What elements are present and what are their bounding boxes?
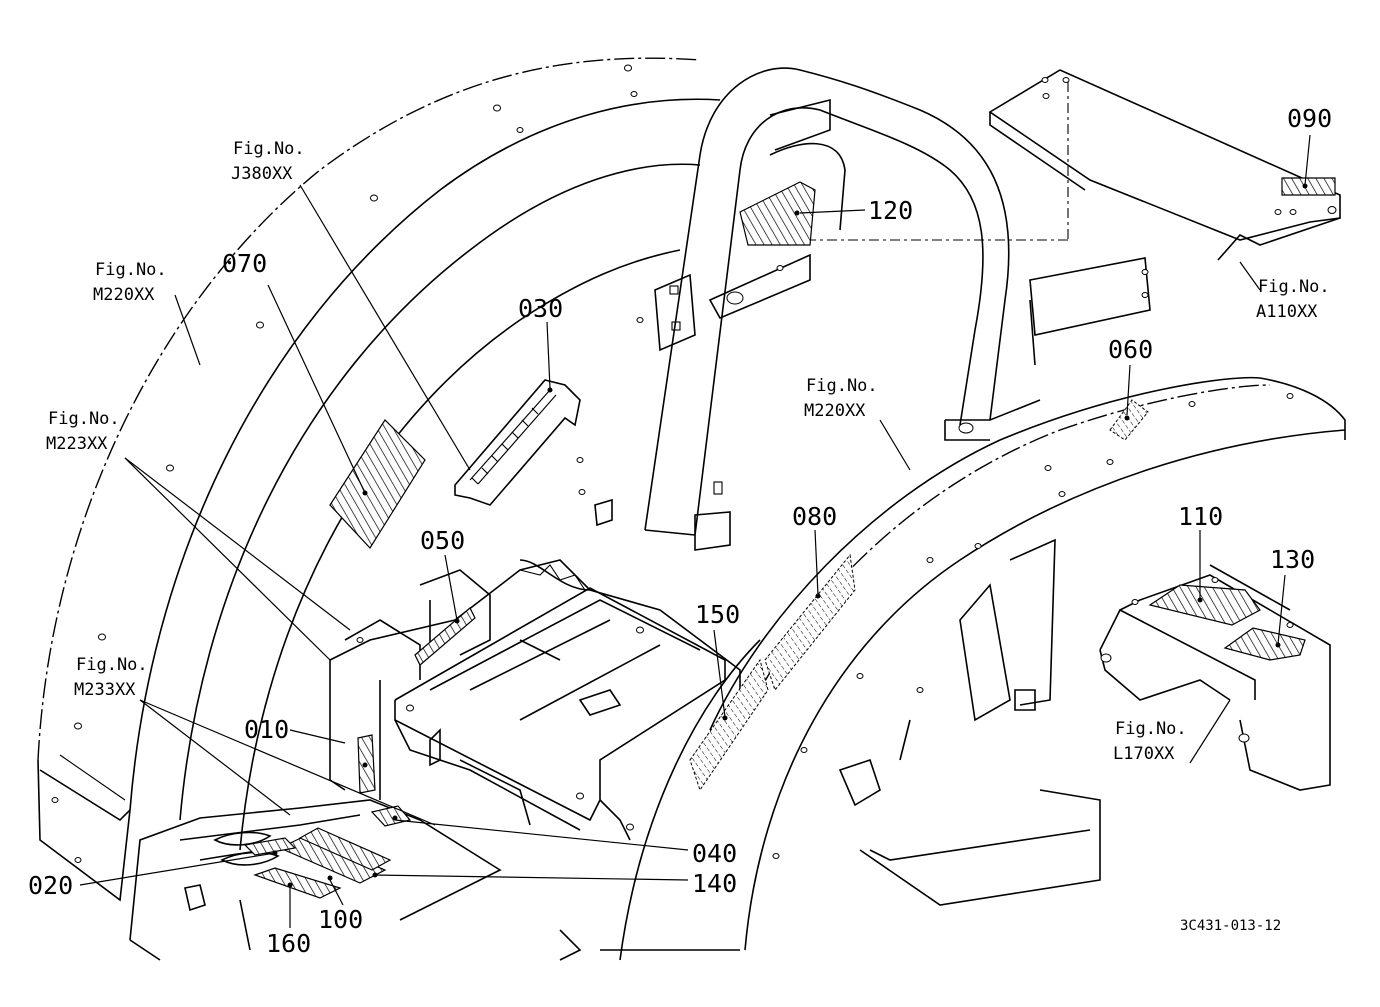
labels xyxy=(243,177,1336,899)
label-070 xyxy=(329,419,426,549)
callout-130: 130 xyxy=(1270,545,1315,574)
top-plate xyxy=(800,69,1341,261)
fig-ref-a110: Fig.No. A110XX xyxy=(1256,277,1330,322)
svg-text:M233XX: M233XX xyxy=(74,680,136,700)
leader-dots xyxy=(272,183,1308,888)
svg-text:Fig.No.: Fig.No. xyxy=(806,376,878,396)
label-040 xyxy=(370,805,412,827)
callout-120: 120 xyxy=(868,196,913,225)
seat-base xyxy=(329,498,741,841)
svg-text:Fig.No.: Fig.No. xyxy=(233,139,305,159)
callout-090: 090 xyxy=(1287,104,1332,133)
callout-070: 070 xyxy=(222,249,267,278)
callout-020: 020 xyxy=(28,871,73,900)
svg-text:A110XX: A110XX xyxy=(1256,302,1318,322)
callout-010: 010 xyxy=(244,715,289,744)
left-fender xyxy=(37,57,721,902)
label-060 xyxy=(1109,399,1149,441)
fig-ref-m220-left: Fig.No. M220XX xyxy=(93,260,167,305)
seat-adjuster-rail xyxy=(454,379,581,506)
callout-100: 100 xyxy=(318,905,363,934)
callout-060: 060 xyxy=(1108,335,1153,364)
callout-110: 110 xyxy=(1178,502,1223,531)
label-090 xyxy=(1281,177,1336,196)
left-fender-holes xyxy=(51,64,644,863)
callout-080: 080 xyxy=(792,502,837,531)
svg-text:L170XX: L170XX xyxy=(1113,744,1175,764)
callout-030: 030 xyxy=(518,294,563,323)
rops-frame xyxy=(644,67,1151,551)
svg-text:Fig.No.: Fig.No. xyxy=(1115,719,1187,739)
svg-text:J380XX: J380XX xyxy=(231,164,293,184)
svg-text:M223XX: M223XX xyxy=(46,434,108,454)
label-130 xyxy=(1223,627,1306,661)
side-panel xyxy=(1099,564,1331,791)
label-150 xyxy=(689,658,769,792)
svg-text:Fig.No.: Fig.No. xyxy=(76,655,148,675)
fig-ref-l170: Fig.No. L170XX xyxy=(1113,719,1187,764)
fig-ref-j380: Fig.No. J380XX xyxy=(231,139,305,184)
label-140 xyxy=(278,835,387,884)
callout-160: 160 xyxy=(266,929,311,958)
label-080 xyxy=(764,553,856,692)
callout-040: 040 xyxy=(692,839,737,868)
callout-050: 050 xyxy=(420,526,465,555)
label-050 xyxy=(414,607,476,666)
svg-text:Fig.No.: Fig.No. xyxy=(1258,277,1330,297)
leader-lines xyxy=(79,134,1311,928)
right-fender xyxy=(600,376,1346,961)
label-120 xyxy=(739,181,816,246)
label-020 xyxy=(243,837,297,856)
fig-ref-m223: Fig.No. M223XX xyxy=(46,409,120,454)
label-160 xyxy=(253,867,342,899)
svg-text:M220XX: M220XX xyxy=(93,285,155,305)
fig-ref-m220-right: Fig.No. M220XX xyxy=(804,376,878,421)
callout-150: 150 xyxy=(695,600,740,629)
drawing-number: 3C431-013-12 xyxy=(1180,918,1281,934)
svg-text:M220XX: M220XX xyxy=(804,401,866,421)
callout-140: 140 xyxy=(692,869,737,898)
svg-text:Fig.No.: Fig.No. xyxy=(48,409,120,429)
label-100 xyxy=(298,827,392,871)
fig-ref-m233: Fig.No. M233XX xyxy=(74,655,148,700)
label-110 xyxy=(1148,584,1261,626)
right-fender-holes xyxy=(772,393,1294,859)
svg-text:Fig.No.: Fig.No. xyxy=(95,260,167,280)
